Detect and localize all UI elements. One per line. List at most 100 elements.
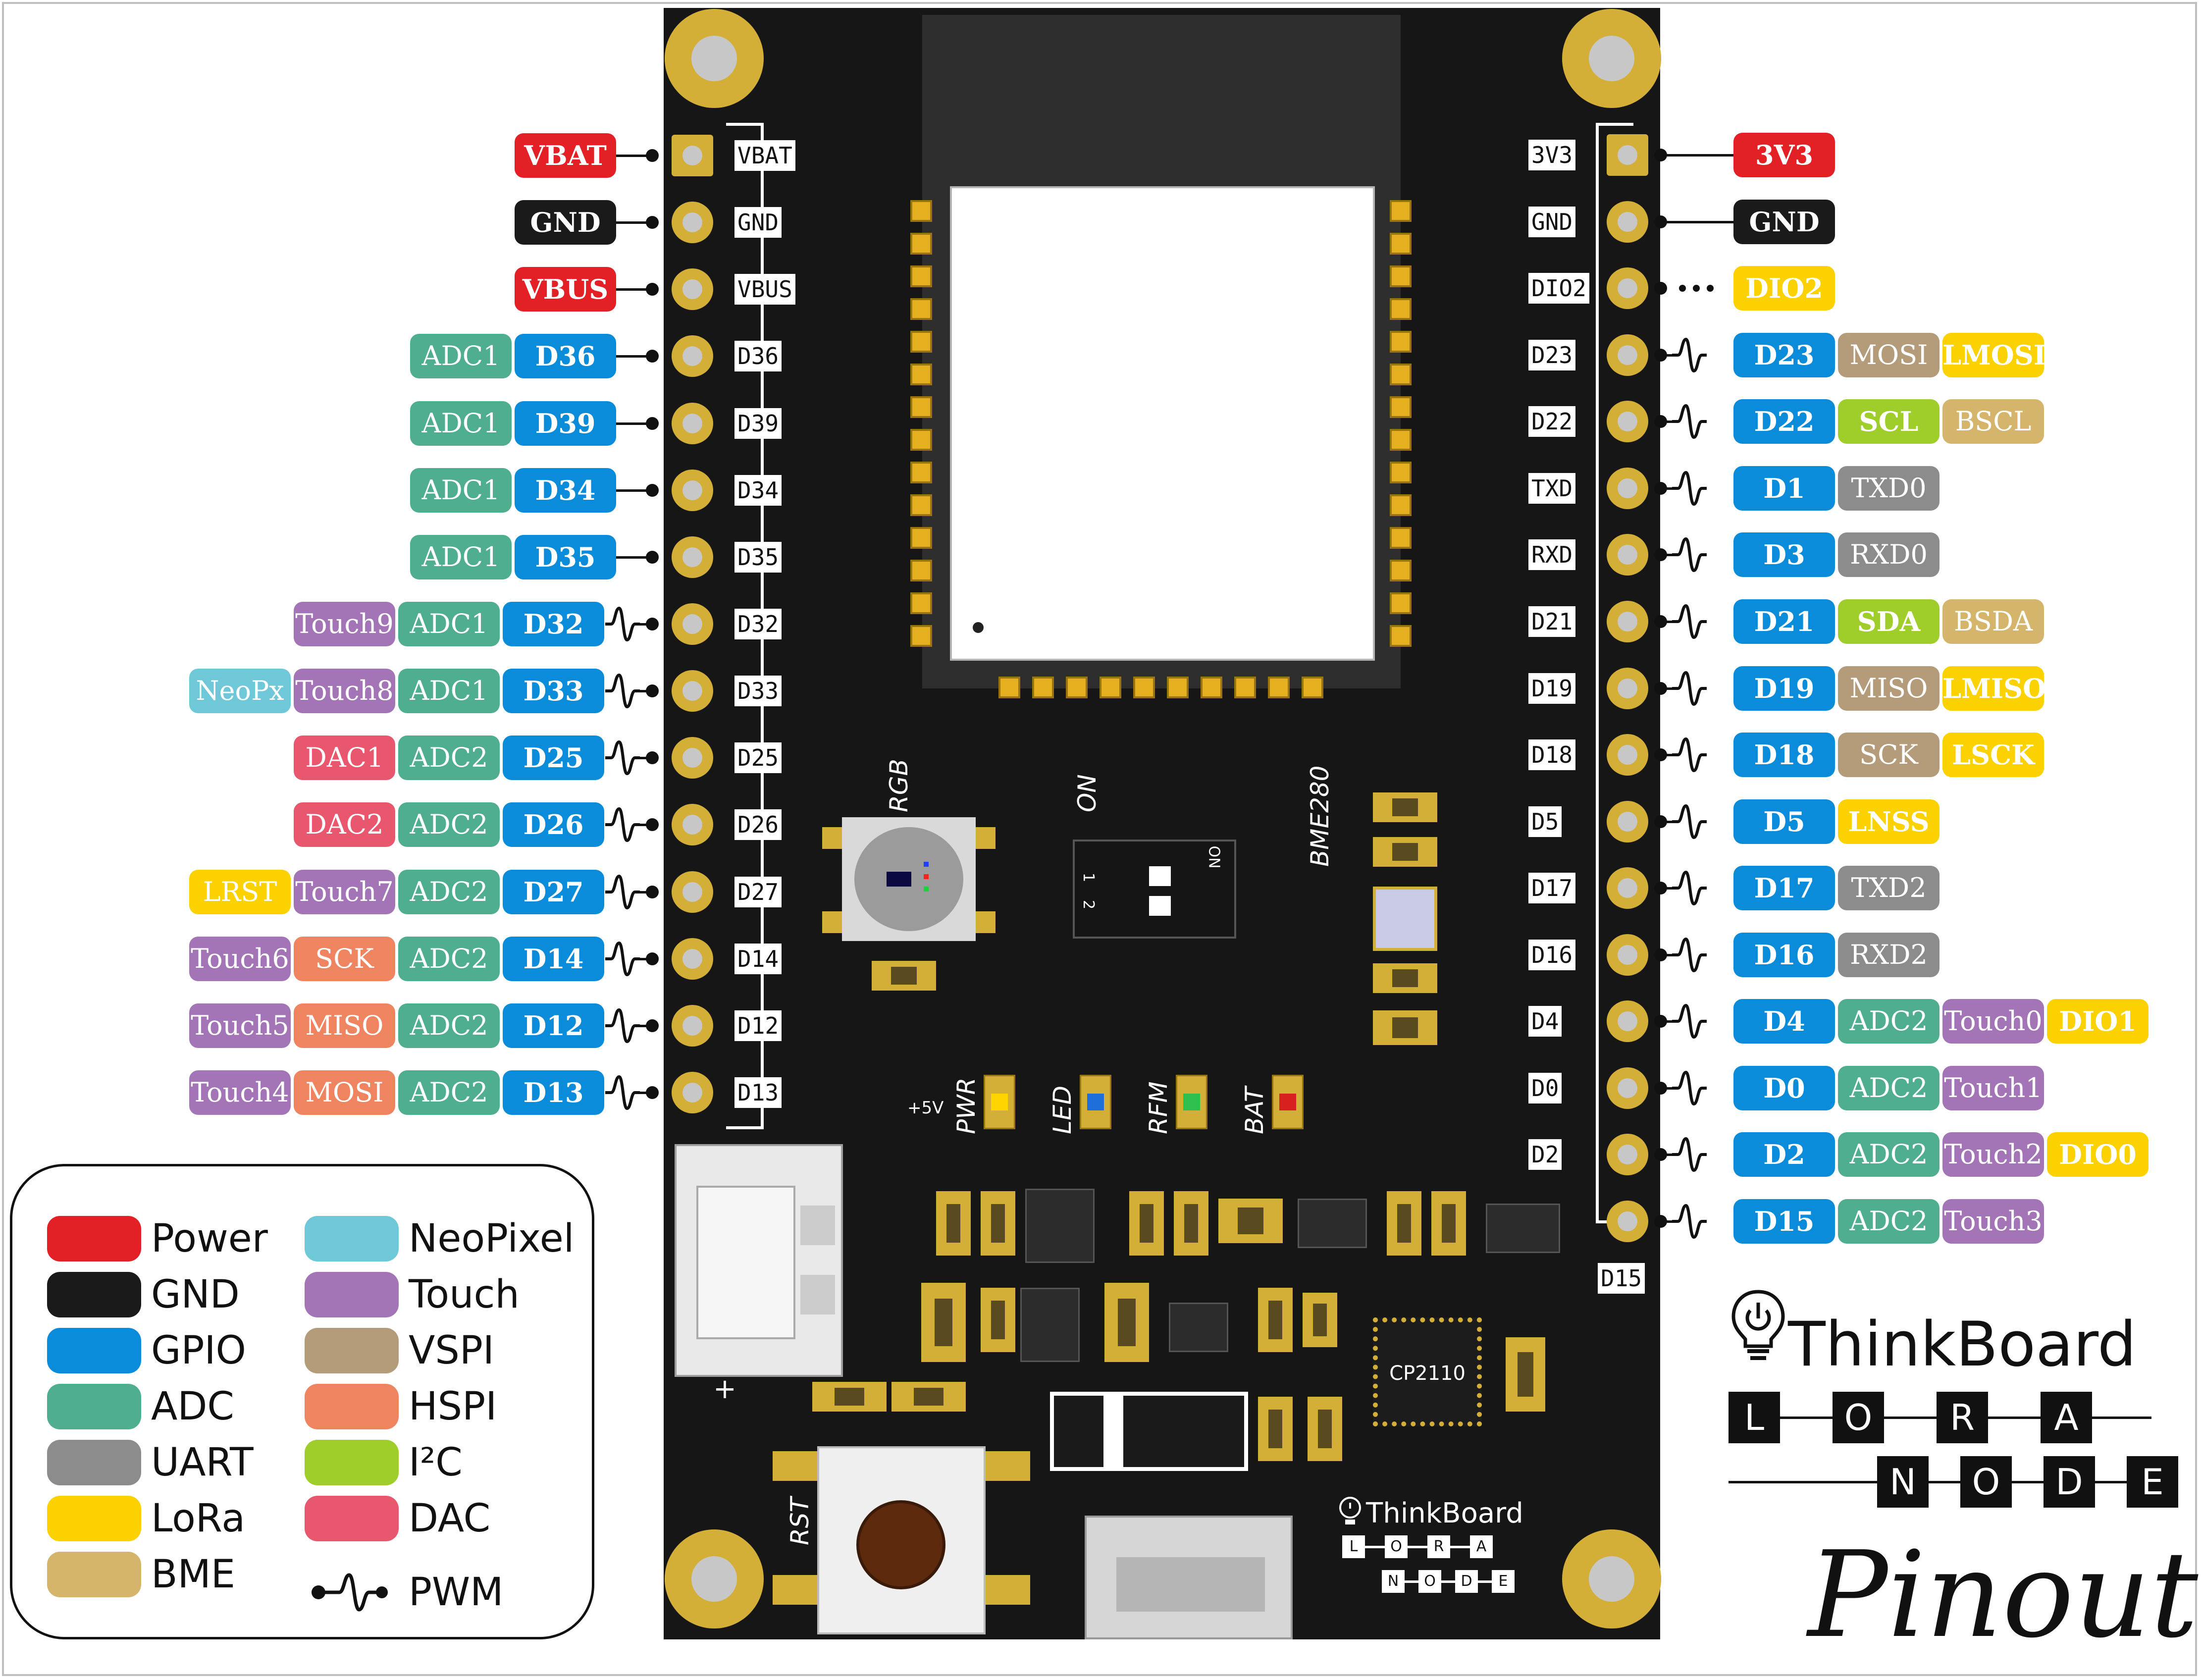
- legend-label-i2c: I²C: [409, 1440, 463, 1485]
- smd-resistor: [981, 1191, 1015, 1256]
- smd-capacitor: [1104, 1283, 1149, 1362]
- header-pin-right-11[interactable]: [1607, 867, 1648, 909]
- castellation-pad: [1390, 200, 1412, 222]
- header-pin-left-3[interactable]: [672, 335, 713, 377]
- header-pin-right-15[interactable]: [1607, 1134, 1648, 1175]
- rst-silk-label: RST: [786, 1497, 814, 1545]
- header-pin-right-6[interactable]: [1607, 534, 1648, 576]
- header-pin-right-4[interactable]: [1607, 401, 1648, 442]
- pwm-icon: [1672, 1070, 1707, 1106]
- connector-line: [639, 824, 651, 826]
- smd-resistor: [872, 961, 936, 991]
- connector-line: [1660, 954, 1673, 956]
- rgb-led: [822, 812, 996, 946]
- connector-line: [639, 1092, 651, 1094]
- smd-resistor: [1373, 792, 1437, 822]
- brand-letter: O: [1385, 1535, 1408, 1558]
- header-pin-left-14[interactable]: [672, 1072, 713, 1113]
- connector-line: [1660, 1154, 1673, 1156]
- pin-tag-gpio: D32: [503, 602, 604, 646]
- header-pin-left-7[interactable]: [672, 603, 713, 645]
- header-pin-left-0[interactable]: [672, 135, 713, 176]
- pin-tag-lora: LMOSI: [1942, 333, 2046, 377]
- pwm-icon: [1672, 1204, 1707, 1239]
- header-pin-left-12[interactable]: [672, 938, 713, 980]
- castellation-pad: [910, 298, 932, 320]
- pin-tag-adc: ADC1: [410, 468, 512, 513]
- brand-connector: [1365, 1546, 1385, 1548]
- header-pin-left-10[interactable]: [672, 804, 713, 845]
- header-pin-left-1[interactable]: [672, 202, 713, 243]
- micro-usb-port[interactable]: [1085, 1516, 1293, 1639]
- battery-jst-connector[interactable]: [675, 1144, 843, 1377]
- header-pin-left-4[interactable]: [672, 403, 713, 444]
- header-pin-left-6[interactable]: [672, 536, 713, 578]
- pin-tag-touch: Touch2: [1942, 1132, 2044, 1177]
- pin-silk-label: D27: [734, 877, 782, 907]
- header-pin-right-16[interactable]: [1607, 1201, 1648, 1242]
- pwm-icon: [605, 807, 640, 842]
- pin-silk-label: D17: [1528, 873, 1576, 903]
- pwm-icon: [1672, 671, 1707, 706]
- legend-label-gnd: GND: [151, 1272, 240, 1317]
- header-pin-left-13[interactable]: [672, 1005, 713, 1047]
- smd-resistor: [1373, 837, 1437, 867]
- header-pin-right-8[interactable]: [1607, 668, 1648, 709]
- connector-dot: [1654, 282, 1667, 295]
- connector-line: [639, 891, 651, 893]
- legend-swatch-gnd: [47, 1272, 141, 1317]
- castellation-pad: [1302, 677, 1323, 698]
- switch-toggle-1[interactable]: [1149, 866, 1171, 886]
- castellation-pad: [1390, 331, 1412, 353]
- castellation-pad: [1032, 677, 1054, 698]
- on-silk-label: ON: [1073, 774, 1101, 812]
- pin-tag-gpio: D14: [503, 937, 604, 981]
- brand-connector: [1478, 1580, 1492, 1583]
- legend-swatch-adc: [47, 1384, 141, 1429]
- pin-tag-adc: ADC1: [398, 602, 500, 646]
- pin-silk-label: D19: [1528, 673, 1576, 704]
- button-pad: [773, 1451, 817, 1481]
- castellation-pad: [910, 331, 932, 353]
- header-pin-left-11[interactable]: [672, 871, 713, 913]
- reset-button[interactable]: [817, 1446, 986, 1634]
- header-pin-left-2[interactable]: [672, 268, 713, 310]
- header-pin-right-12[interactable]: [1607, 934, 1648, 976]
- header-pin-right-13[interactable]: [1607, 1000, 1648, 1042]
- header-pin-right-0[interactable]: [1607, 134, 1648, 176]
- header-pin-right-5[interactable]: [1607, 468, 1648, 509]
- pwm-icon: [1672, 404, 1707, 439]
- pin-tag-dac: DAC1: [294, 735, 395, 780]
- castellation-pad: [910, 494, 932, 516]
- legend-swatch-bme: [47, 1552, 141, 1597]
- pin-silk-label: D2: [1528, 1139, 1562, 1170]
- header-pin-right-2[interactable]: [1607, 267, 1648, 309]
- header-pin-right-10[interactable]: [1607, 801, 1648, 842]
- pwm-icon: [1672, 604, 1707, 639]
- ellipsis-dot: [1679, 285, 1686, 292]
- legend-label-adc: ADC: [151, 1384, 234, 1429]
- reset-button-cap[interactable]: [856, 1500, 945, 1589]
- castellation-pad: [1133, 677, 1155, 698]
- legend-label-bme: BME: [151, 1552, 236, 1597]
- header-pin-left-5[interactable]: [672, 470, 713, 511]
- regulator: [1020, 1288, 1080, 1362]
- header-pin-right-1[interactable]: [1607, 201, 1648, 243]
- header-pin-left-8[interactable]: [672, 670, 713, 712]
- pwm-icon: [1672, 337, 1707, 373]
- header-pin-right-7[interactable]: [1607, 601, 1648, 642]
- switch-toggle-2[interactable]: [1149, 896, 1171, 916]
- pin-tag-lora: LRST: [189, 870, 291, 914]
- pin-tag-adc: ADC2: [398, 870, 500, 914]
- header-pin-right-3[interactable]: [1607, 334, 1648, 376]
- header-pin-right-9[interactable]: [1607, 734, 1648, 776]
- connector-line: [1660, 1087, 1673, 1090]
- pin-tag-gpio: D23: [1733, 333, 1835, 377]
- header-pin-left-9[interactable]: [672, 737, 713, 779]
- pwm-icon: [605, 1075, 640, 1110]
- pin-tag-lora: LSCK: [1942, 733, 2044, 777]
- switch-on-text: ON: [1205, 845, 1223, 869]
- header-pin-right-14[interactable]: [1607, 1067, 1648, 1109]
- cp2110-chip: CP2110: [1373, 1317, 1482, 1426]
- dip-switch[interactable]: ON 1 2: [1073, 840, 1236, 939]
